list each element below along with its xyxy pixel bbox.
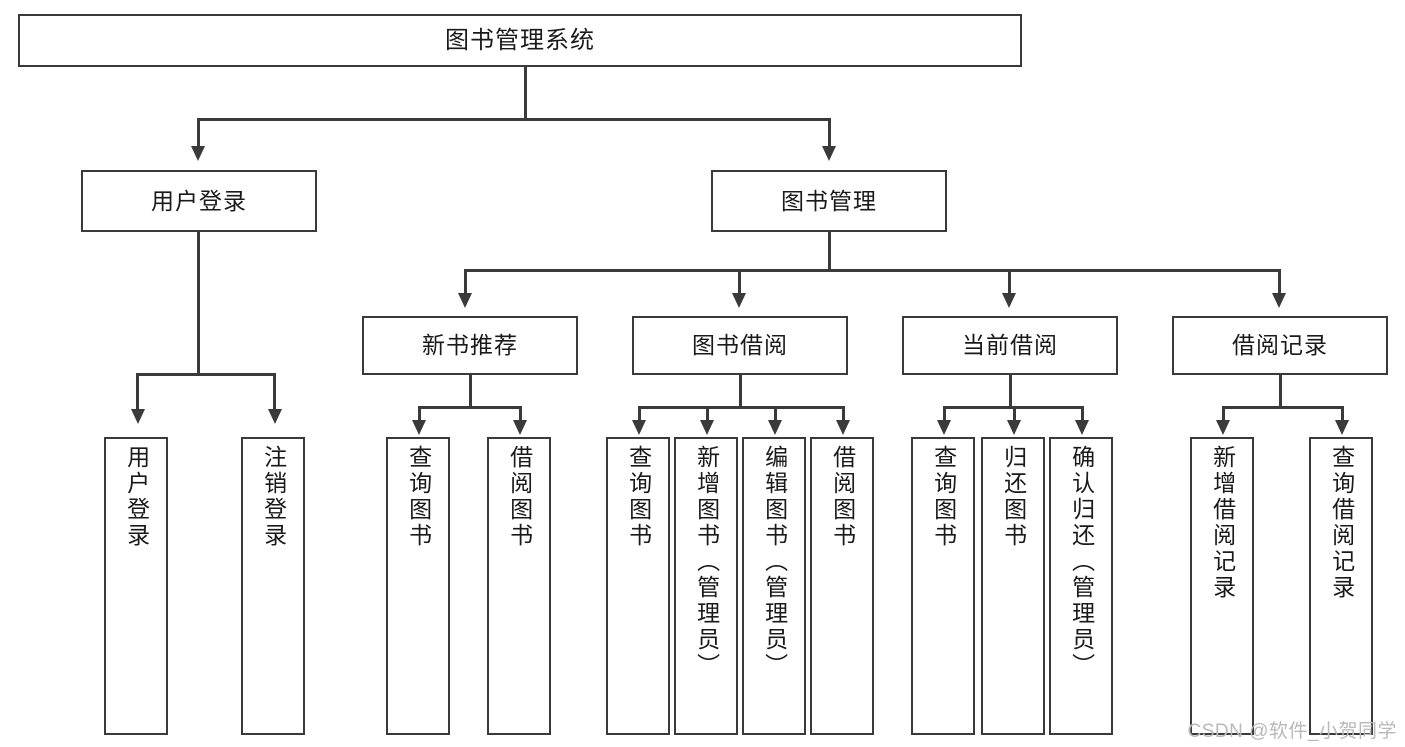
node-label: 图书管理 — [781, 187, 877, 214]
node-root-system[interactable]: 图书管理系统 — [18, 14, 1022, 67]
arrowhead-leaf-return-book — [1007, 420, 1021, 435]
connector-to-borrow-record — [1278, 269, 1281, 295]
node-borrow-record[interactable]: 借阅记录 — [1172, 316, 1388, 375]
connector-root-stem — [524, 67, 527, 119]
arrowhead-book-mgmt — [822, 146, 836, 161]
node-label: 查询图书 — [930, 445, 957, 549]
leaf-borrow-book-recommend[interactable]: 借阅图书 — [487, 437, 551, 735]
node-label: 图书管理系统 — [445, 26, 595, 54]
node-user-login[interactable]: 用户登录 — [81, 170, 317, 232]
leaf-user-login[interactable]: 用户登录 — [104, 437, 168, 735]
connector-to-new-book — [464, 269, 467, 295]
leaf-edit-book[interactable]: 编辑图书（管理员） — [742, 437, 806, 735]
node-label: 图书借阅 — [692, 332, 788, 359]
connector-current-borrow-stem — [1009, 375, 1012, 408]
connector-current-borrow-leaf-1 — [943, 406, 946, 422]
node-label: 新书推荐 — [422, 332, 518, 359]
connector-book-borrow-bus — [638, 406, 844, 409]
node-label: 借阅图书 — [506, 445, 533, 549]
node-label: 编辑图书（管理员） — [761, 445, 788, 679]
node-label: 查询图书 — [405, 445, 432, 549]
connector-borrow-record-bus — [1222, 406, 1342, 409]
node-label: 借阅图书 — [829, 445, 856, 549]
connector-root-to-user-login — [197, 118, 200, 148]
connector-new-book-bus — [418, 406, 520, 409]
arrowhead-leaf-query-record — [1335, 420, 1349, 435]
arrowhead-current-borrow — [1002, 293, 1016, 308]
leaf-query-book-current[interactable]: 查询图书 — [911, 437, 975, 735]
connector-book-mgmt-stem — [828, 232, 831, 271]
connector-book-borrow-stem — [739, 375, 742, 408]
connector-current-borrow-bus — [943, 406, 1081, 409]
arrowhead-leaf-query-book-3 — [937, 420, 951, 435]
node-book-management[interactable]: 图书管理 — [711, 170, 947, 232]
leaf-query-book-borrow[interactable]: 查询图书 — [606, 437, 670, 735]
node-label: 归还图书 — [1000, 445, 1027, 549]
node-label: 当前借阅 — [962, 332, 1058, 359]
connector-root-to-book-mgmt — [828, 118, 831, 148]
watermark: CSDN @软件_小贺同学 — [1187, 721, 1397, 742]
node-label: 新增图书（管理员） — [693, 445, 720, 679]
connector-current-borrow-leaf-3 — [1081, 406, 1084, 422]
arrowhead-new-book-recommend — [458, 293, 472, 308]
node-label: 借阅记录 — [1232, 332, 1328, 359]
connector-current-borrow-leaf-2 — [1013, 406, 1016, 422]
arrowhead-leaf-logout — [268, 409, 282, 424]
connector-user-login-leaf-1 — [136, 373, 139, 411]
connector-borrow-record-stem — [1279, 375, 1282, 408]
leaf-borrow-book[interactable]: 借阅图书 — [810, 437, 874, 735]
leaf-add-book[interactable]: 新增图书（管理员） — [674, 437, 738, 735]
node-label: 用户登录 — [123, 445, 150, 549]
node-label: 查询图书 — [625, 445, 652, 549]
connector-root-bus — [198, 118, 829, 121]
connector-user-login-bus — [136, 373, 275, 376]
leaf-logout[interactable]: 注销登录 — [241, 437, 305, 735]
leaf-query-borrow-record[interactable]: 查询借阅记录 — [1309, 437, 1373, 735]
connector-user-login-leaf-2 — [273, 373, 276, 411]
connector-book-borrow-leaf-1 — [638, 406, 641, 422]
node-new-book-recommend[interactable]: 新书推荐 — [362, 316, 578, 375]
arrowhead-borrow-record — [1272, 293, 1286, 308]
connector-new-book-leaf-2 — [519, 406, 522, 422]
connector-book-borrow-leaf-2 — [706, 406, 709, 422]
arrowhead-leaf-edit-book — [768, 420, 782, 435]
node-current-borrow[interactable]: 当前借阅 — [902, 316, 1118, 375]
connector-borrow-record-leaf-2 — [1341, 406, 1344, 422]
connector-borrow-record-leaf-1 — [1222, 406, 1225, 422]
leaf-return-book[interactable]: 归还图书 — [981, 437, 1045, 735]
arrowhead-leaf-query-book-1 — [412, 420, 426, 435]
arrowhead-leaf-add-record — [1216, 420, 1230, 435]
node-label: 查询借阅记录 — [1328, 445, 1355, 601]
leaf-query-book-recommend[interactable]: 查询图书 — [386, 437, 450, 735]
connector-new-book-stem — [469, 375, 472, 408]
leaf-confirm-return[interactable]: 确认归还（管理员） — [1049, 437, 1113, 735]
arrowhead-book-borrow — [732, 293, 746, 308]
connector-book-borrow-leaf-4 — [842, 406, 845, 422]
arrowhead-user-login — [191, 146, 205, 161]
node-label: 注销登录 — [260, 445, 287, 549]
arrowhead-leaf-confirm-return — [1075, 420, 1089, 435]
arrowhead-leaf-add-book — [700, 420, 714, 435]
connector-level3-bus — [464, 269, 1280, 272]
connector-to-book-borrow — [738, 269, 741, 295]
connector-to-current-borrow — [1008, 269, 1011, 295]
arrowhead-leaf-borrow-book-1 — [513, 420, 527, 435]
connector-user-login-stem — [197, 232, 200, 375]
connector-book-borrow-leaf-3 — [774, 406, 777, 422]
connector-new-book-leaf-1 — [418, 406, 421, 422]
arrowhead-leaf-query-book-2 — [632, 420, 646, 435]
node-label: 新增借阅记录 — [1209, 445, 1236, 601]
node-label: 用户登录 — [151, 187, 247, 214]
leaf-add-borrow-record[interactable]: 新增借阅记录 — [1190, 437, 1254, 735]
arrowhead-leaf-borrow-book-2 — [836, 420, 850, 435]
node-label: 确认归还（管理员） — [1068, 445, 1095, 679]
node-book-borrow[interactable]: 图书借阅 — [632, 316, 848, 375]
arrowhead-leaf-user-login — [131, 409, 145, 424]
